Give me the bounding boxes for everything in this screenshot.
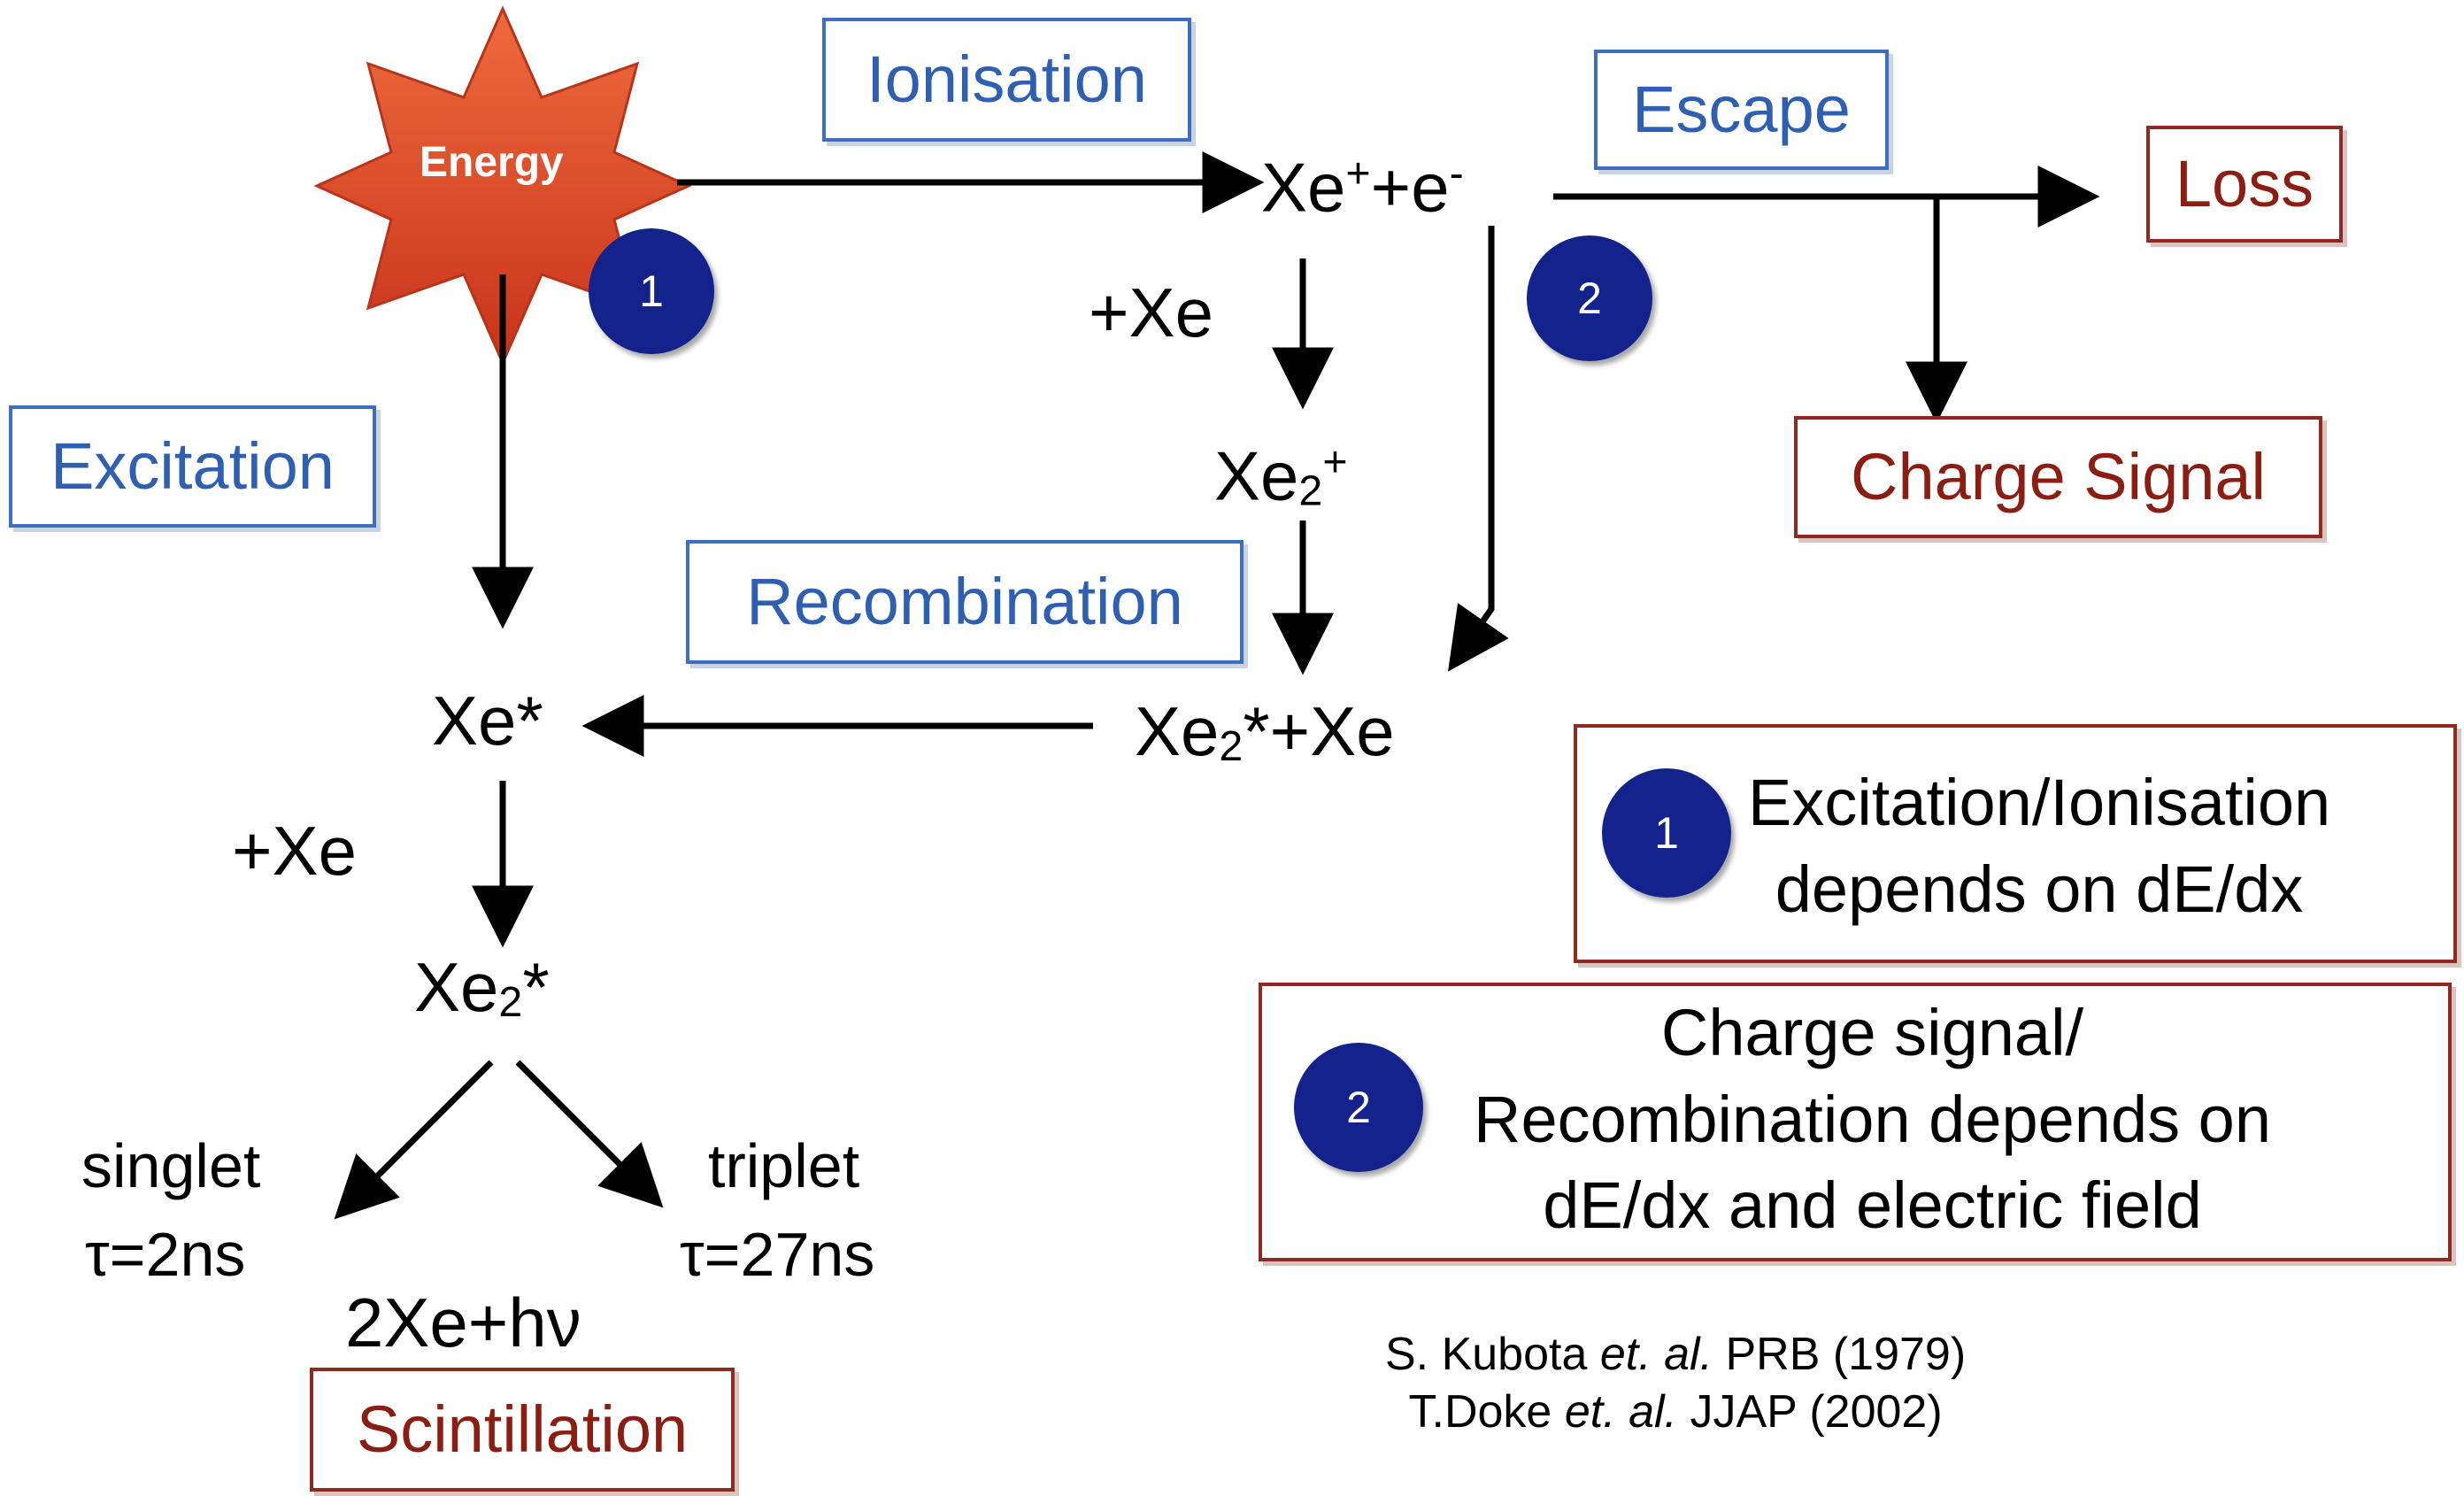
- citation-kubota: S. Kubota et. al. PRB (1979): [1385, 1329, 1967, 1380]
- note-two-text: Charge signal/ Recombination depends on …: [1474, 990, 2271, 1249]
- note-one-line2: depends on dE/dx: [1775, 852, 2304, 926]
- note-two-line1: Charge signal/: [1660, 996, 2084, 1069]
- note-two-line2: Recombination depends on: [1474, 1082, 2271, 1156]
- marker-one: 1: [589, 228, 714, 354]
- citation-doke: T.Doke et. al. JJAP (2002): [1408, 1386, 1943, 1438]
- arrow-icon: [334, 1060, 494, 1220]
- arrow-icon: [1448, 226, 1509, 672]
- ionisation-box: Ionisation: [822, 18, 1191, 142]
- charge-signal-box: Charge Signal: [1794, 416, 2322, 538]
- loss-box: Loss: [2146, 126, 2343, 243]
- arrow-icon: [515, 1060, 664, 1208]
- singlet-label: singlet: [81, 1131, 261, 1200]
- citations: S. Kubota et. al. PRB (1979) T.Doke et. …: [1385, 1326, 1966, 1441]
- scintillation-box: Scintillation: [310, 1368, 735, 1492]
- note-one-text: Excitation/Ionisation depends on dE/dx: [1748, 760, 2330, 932]
- escape-box: Escape: [1594, 50, 1889, 170]
- triplet-label: triplet: [708, 1131, 860, 1200]
- note-two-marker: 2: [1294, 1043, 1423, 1172]
- marker-two: 2: [1527, 235, 1652, 361]
- ion-pair-species: Xe++e-: [1261, 148, 1464, 227]
- excitation-box: Excitation: [9, 405, 376, 528]
- note-one-box: [1574, 724, 2457, 963]
- note-two-line3: dE/dx and electric field: [1543, 1168, 2202, 1243]
- note-two-box: [1259, 983, 2452, 1261]
- note-one-line1: Excitation/Ionisation: [1748, 766, 2331, 839]
- note-one-marker: 1: [1602, 768, 1731, 898]
- xe2-star-xe-species: Xe2*+Xe: [1135, 692, 1395, 770]
- triplet-lifetime: τ=27ns: [680, 1220, 875, 1289]
- energy-label: Energy: [420, 139, 564, 186]
- singlet-lifetime: τ=2ns: [85, 1220, 246, 1289]
- xe-star-species: Xe*: [432, 682, 543, 760]
- xe2-star-species: Xe2*: [414, 948, 550, 1026]
- plus-xe-excitation-label: +Xe: [232, 812, 357, 890]
- photon-emission-label: 2Xe+hν: [345, 1284, 581, 1361]
- plus-xe-ion-label: +Xe: [1089, 274, 1213, 351]
- recombination-box: Recombination: [686, 540, 1244, 664]
- xe2-plus-species: Xe2+: [1214, 436, 1348, 515]
